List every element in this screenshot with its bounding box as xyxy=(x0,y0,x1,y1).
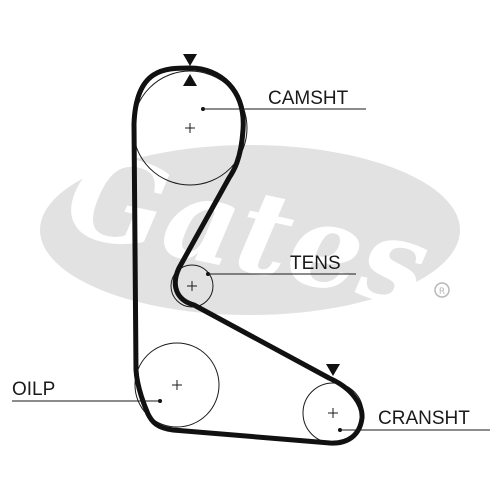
camshaft-label: CAMSHT xyxy=(268,88,349,109)
tensioner-label: TENS xyxy=(290,253,341,274)
camshaft-timing-mark-lower xyxy=(183,74,197,86)
crankshaft-timing-mark xyxy=(326,364,340,376)
oil-pump-center-mark xyxy=(172,380,182,390)
oil-pump-pulley xyxy=(134,342,220,428)
tensioner-center-mark xyxy=(187,281,197,291)
oil-pump-label: OILP xyxy=(12,379,55,400)
crankshaft-label: CRANSHT xyxy=(378,408,470,429)
timing-belt xyxy=(131,65,365,446)
crankshaft-center-mark xyxy=(328,408,338,418)
camshaft-center-mark xyxy=(185,123,195,133)
gates-watermark: Gates R xyxy=(40,127,460,335)
registered-mark-letter: R xyxy=(439,287,445,297)
watermark-ellipse xyxy=(40,145,460,315)
registered-mark-icon xyxy=(434,282,450,298)
camshaft-timing-mark xyxy=(183,54,197,66)
